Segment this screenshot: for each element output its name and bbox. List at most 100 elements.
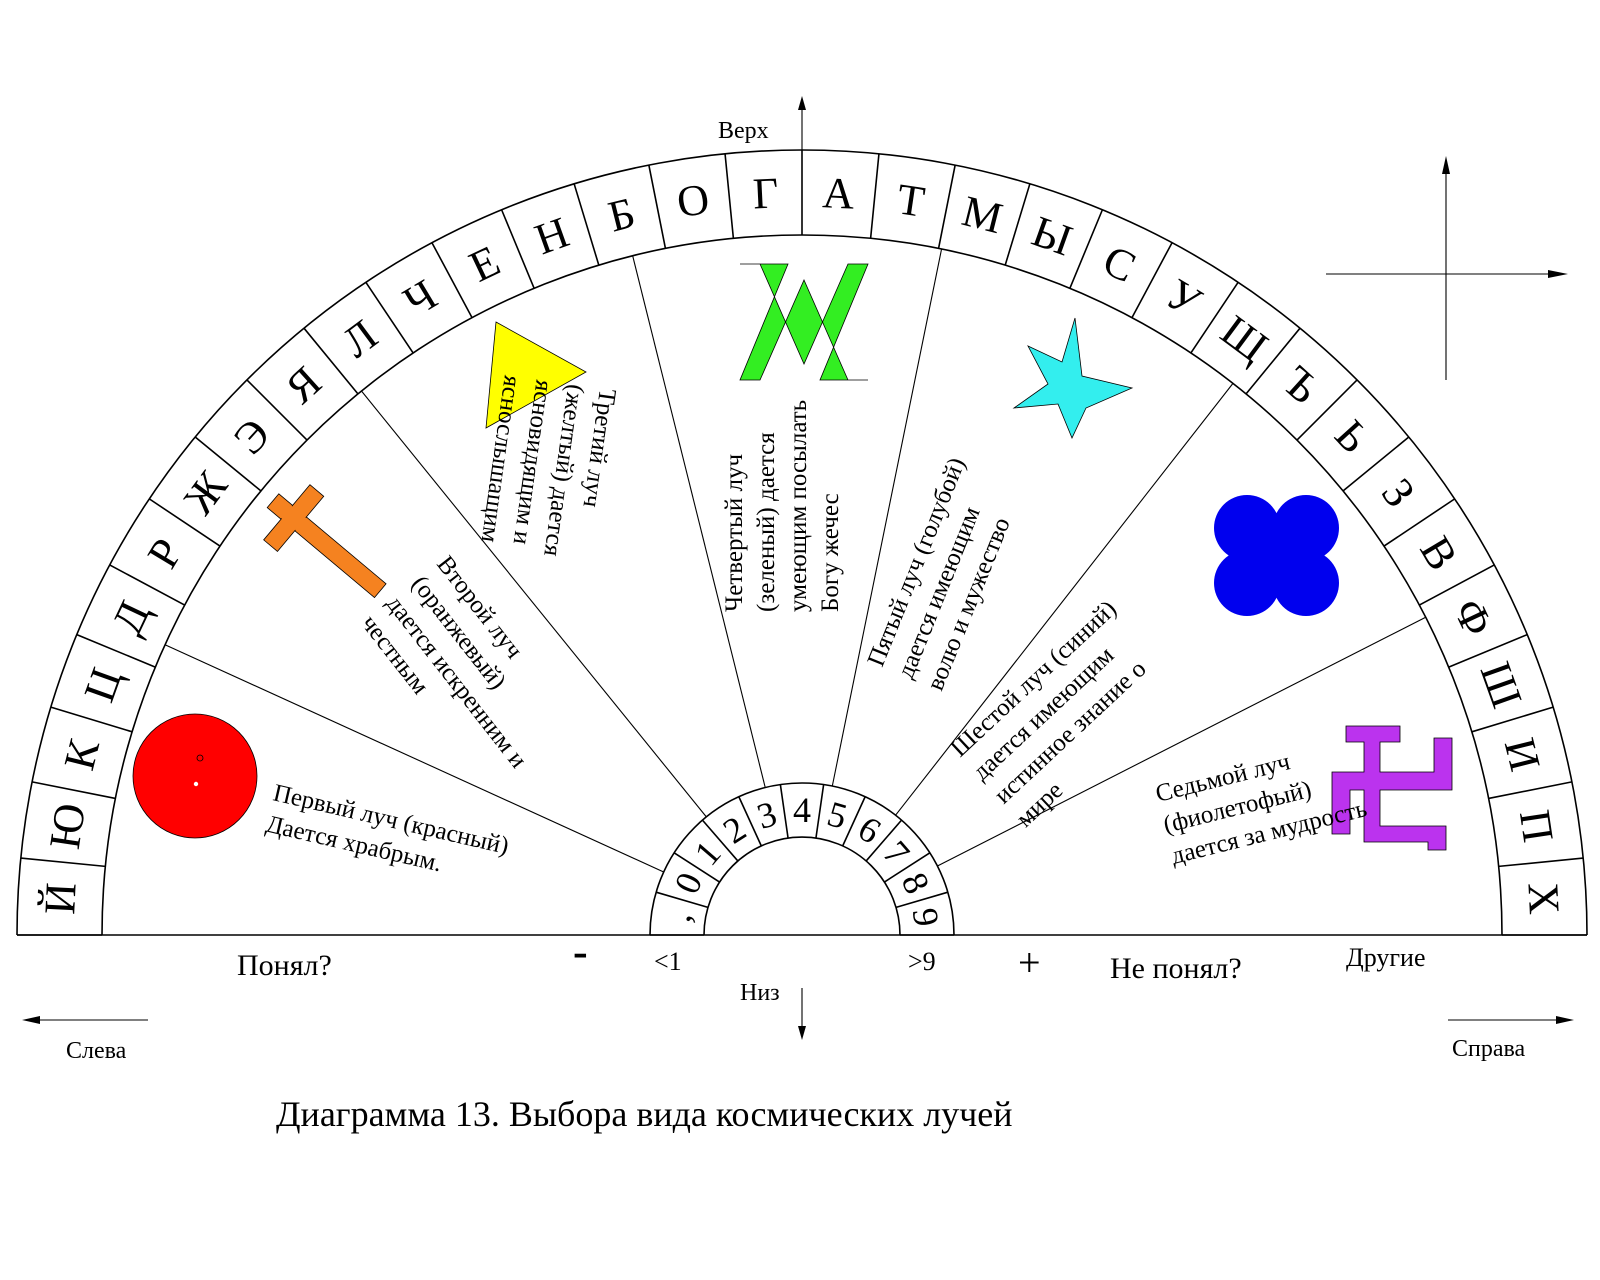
ring-divider bbox=[1448, 633, 1528, 668]
ring-divider bbox=[1004, 183, 1031, 266]
ring-letter[interactable]: Ч bbox=[395, 270, 445, 327]
ray-text-line: Богу жечес bbox=[817, 493, 844, 612]
ring-divider bbox=[246, 379, 308, 441]
ray-divider bbox=[361, 390, 707, 818]
caption: Диаграмма 13. Выбора вида космических лу… bbox=[276, 1094, 1013, 1134]
ring-letter[interactable]: И bbox=[1495, 733, 1550, 776]
ring-divider bbox=[1383, 498, 1456, 547]
ring-letter[interactable]: Ъ bbox=[1273, 356, 1329, 413]
ring-divider bbox=[1131, 242, 1173, 319]
ring-letter[interactable]: Щ bbox=[1212, 306, 1277, 372]
ring-letter[interactable]: К bbox=[54, 734, 109, 775]
ring-divider bbox=[20, 857, 106, 868]
label-bottom: Низ bbox=[740, 980, 780, 1006]
ring-letter[interactable]: Ф bbox=[1444, 591, 1503, 643]
red-circle-icon bbox=[132, 713, 258, 839]
ring-letter[interactable]: Г bbox=[752, 168, 780, 218]
ring-letter[interactable]: Ю bbox=[40, 800, 95, 852]
ring-divider bbox=[303, 327, 359, 395]
ring-letter[interactable]: С bbox=[1096, 235, 1143, 292]
ring-divider bbox=[1245, 327, 1301, 395]
yellow-triangle-icon bbox=[485, 321, 587, 429]
digit-cell[interactable]: 5 bbox=[823, 793, 852, 836]
ring-letter[interactable]: А bbox=[821, 168, 855, 219]
ring-divider bbox=[1488, 781, 1573, 800]
ring-letter[interactable]: Я bbox=[276, 357, 331, 413]
ring-divider bbox=[1498, 857, 1584, 868]
ring-divider bbox=[1418, 564, 1495, 606]
digit-divider bbox=[865, 819, 903, 862]
ring-letter[interactable]: Ц bbox=[74, 662, 131, 708]
ring-divider bbox=[431, 242, 473, 319]
ring-divider bbox=[109, 564, 186, 606]
ring-letter[interactable]: Е bbox=[462, 236, 507, 292]
violet-swastika-icon bbox=[1331, 725, 1453, 851]
ray-text-line: умеющим посылать bbox=[785, 400, 812, 612]
blue-cloud-icon bbox=[1214, 495, 1339, 616]
ring-letter[interactable]: Ш bbox=[1471, 656, 1532, 714]
digit-divider bbox=[701, 819, 739, 862]
ring-letter[interactable]: У bbox=[1158, 269, 1211, 327]
ring-letter[interactable]: З bbox=[1372, 469, 1424, 516]
digit-cell[interactable]: 7 bbox=[875, 833, 917, 873]
ring-letter[interactable]: Т bbox=[894, 174, 928, 226]
cyan-star-icon bbox=[1012, 317, 1134, 439]
ring-letter[interactable]: О bbox=[674, 174, 713, 227]
ring-letter[interactable]: Р bbox=[138, 530, 193, 576]
ring-letter[interactable]: Д bbox=[102, 593, 159, 641]
ring-letter[interactable]: Н bbox=[529, 207, 575, 264]
svg-text:Шестой луч (синий)дается имеющ: Шестой луч (синий)дается имеющимистинное… bbox=[946, 595, 1188, 832]
label-plus: + bbox=[1018, 940, 1041, 985]
orange-cross-icon bbox=[263, 484, 387, 599]
ring-letter[interactable]: Л bbox=[333, 310, 386, 367]
right-arrow-icon bbox=[1448, 1016, 1574, 1024]
green-double-chevron-icon bbox=[739, 263, 869, 381]
ring-letter[interactable]: Б bbox=[603, 188, 639, 242]
ring-letter[interactable]: В bbox=[1410, 528, 1467, 578]
ray-text-line: (зеленый) дается bbox=[753, 432, 780, 612]
ray-divider bbox=[632, 255, 766, 788]
digit-divider bbox=[884, 852, 931, 883]
ring-divider bbox=[1471, 706, 1554, 733]
svg-text:Седьмой луч(фиолетофый)дается: Седьмой луч(фиолетофый)дается за мудрост… bbox=[1153, 733, 1370, 870]
ring-letter[interactable]: Х bbox=[1518, 881, 1569, 915]
ring-divider bbox=[937, 164, 956, 249]
ray-divider bbox=[895, 383, 1234, 816]
digit-divider bbox=[738, 796, 763, 847]
ray-divider bbox=[937, 616, 1426, 867]
label-less-one: <1 bbox=[654, 947, 682, 976]
ring-divider bbox=[1069, 209, 1104, 289]
digit-cell[interactable]: 1 bbox=[687, 833, 729, 873]
digit-outer-arc bbox=[649, 782, 955, 936]
ring-letter[interactable]: Ь bbox=[1326, 411, 1379, 463]
ray-divider bbox=[164, 644, 664, 873]
ring-divider bbox=[365, 281, 414, 354]
ray-6-text: Шестой луч (синий)дается имеющимистинное… bbox=[946, 595, 1188, 832]
compass-cross-icon bbox=[1326, 156, 1568, 380]
label-others: Другие bbox=[1346, 943, 1426, 972]
digit-cell[interactable]: 4 bbox=[793, 790, 811, 830]
label-not-understood: Не понял? bbox=[1110, 952, 1242, 985]
ring-letter[interactable]: М bbox=[957, 186, 1007, 243]
svg-text:Пятый луч (голубой)дается имею: Пятый луч (голубой)дается имеющимволю и … bbox=[863, 454, 1031, 694]
digit-cell[interactable]: 3 bbox=[753, 793, 782, 836]
ring-letter[interactable]: П bbox=[1510, 807, 1563, 846]
label-minus: - bbox=[573, 927, 588, 976]
ring-divider bbox=[724, 153, 735, 239]
digit-divider bbox=[779, 784, 789, 839]
ring-letter[interactable]: Э bbox=[224, 409, 280, 463]
digit-cell[interactable]: 9 bbox=[905, 905, 947, 929]
ring-letter[interactable]: Ж bbox=[174, 462, 237, 523]
digit-divider bbox=[895, 891, 949, 909]
digit-cell[interactable]: , bbox=[658, 910, 699, 925]
ring-divider bbox=[1190, 281, 1239, 354]
ring-letter[interactable]: Ы bbox=[1026, 206, 1079, 265]
ring-divider bbox=[500, 209, 535, 289]
ray-2-text: Второй луч(оранжевый)дается искренним ич… bbox=[356, 551, 583, 793]
label-right: Справа bbox=[1452, 1036, 1526, 1062]
ring-letter[interactable]: Й bbox=[35, 881, 86, 915]
svg-text:Второй луч(оранжевый)дается ис: Второй луч(оранжевый)дается искренним ич… bbox=[356, 551, 583, 793]
